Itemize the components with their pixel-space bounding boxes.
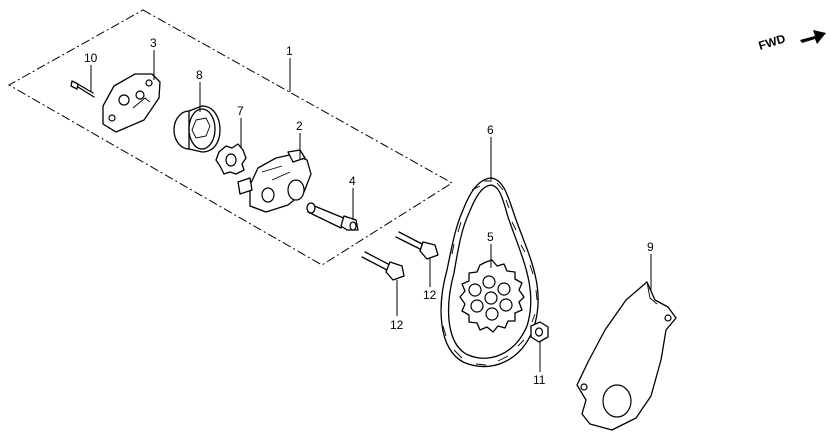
fwd-direction-indicator: FWD bbox=[757, 30, 826, 53]
callout-12-upper: 12 bbox=[423, 288, 437, 302]
callout-2: 2 bbox=[296, 119, 303, 133]
callout-1: 1 bbox=[286, 44, 293, 58]
part-12-flange-bolt-upper bbox=[395, 231, 439, 260]
callout-5: 5 bbox=[487, 230, 494, 244]
callout-11: 11 bbox=[533, 373, 546, 387]
callout-7: 7 bbox=[237, 104, 244, 118]
callout-6: 6 bbox=[487, 123, 494, 137]
callout-9: 9 bbox=[647, 240, 654, 254]
part-7-inner-rotor bbox=[215, 143, 247, 175]
fwd-label: FWD bbox=[757, 31, 788, 52]
oil-pump-assembly-boundary bbox=[7, 9, 453, 266]
callout-3: 3 bbox=[150, 36, 157, 50]
callout-12-lower: 12 bbox=[390, 318, 404, 332]
part-8-outer-rotor bbox=[173, 105, 221, 153]
part-10-bolt bbox=[70, 80, 95, 98]
part-4-pump-shaft bbox=[306, 202, 359, 231]
part-3-pump-cover bbox=[102, 73, 161, 133]
callout-labels: 1 2 3 4 5 6 7 8 9 10 11 12 12 bbox=[84, 36, 654, 387]
fwd-arrow-icon bbox=[800, 30, 826, 44]
callout-8: 8 bbox=[196, 68, 203, 82]
callout-4: 4 bbox=[349, 174, 356, 188]
callout-leaders bbox=[90, 50, 652, 372]
callout-10: 10 bbox=[84, 51, 98, 65]
part-2-pump-body bbox=[237, 149, 312, 213]
part-9-chain-case-cover bbox=[576, 281, 677, 431]
part-11-nut bbox=[530, 321, 549, 343]
part-5-sprocket bbox=[459, 259, 525, 333]
part-12-flange-bolt-lower bbox=[361, 251, 405, 281]
